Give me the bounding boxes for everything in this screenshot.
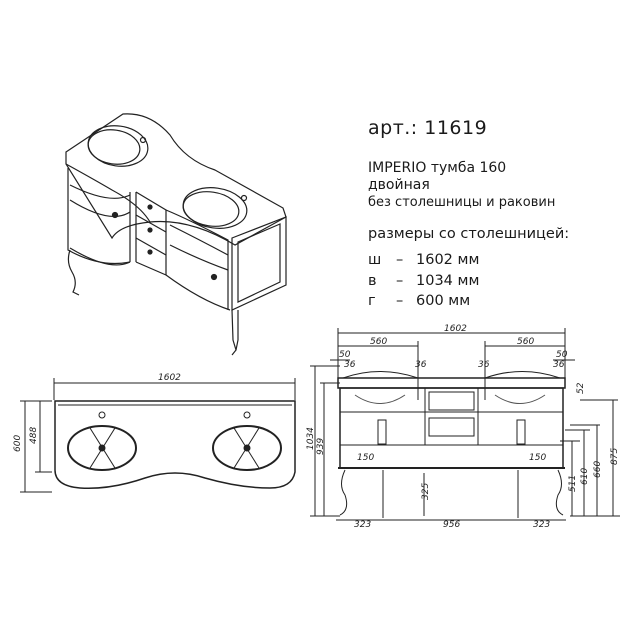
bottom-right: 323 xyxy=(533,520,550,530)
dim-value: 1602 мм xyxy=(416,252,480,268)
gap-label: 36 xyxy=(478,360,490,370)
top-depth-inner-label: 488 xyxy=(29,427,39,444)
top-thickness: 52 xyxy=(576,382,586,394)
dim-key: в xyxy=(368,273,377,289)
dim-dash: – xyxy=(396,273,404,289)
height-660: 660 xyxy=(593,461,603,478)
top-depth-outer-label: 600 xyxy=(13,435,23,452)
dim-dash: – xyxy=(396,293,404,309)
height-511: 511 xyxy=(568,475,578,492)
article-number: арт.: 11619 xyxy=(368,117,488,139)
drain-left: 150 xyxy=(357,453,374,463)
sink-left-width: 560 xyxy=(370,337,387,347)
gap-label: 36 xyxy=(553,360,565,370)
front-total-width: 1602 xyxy=(444,324,467,334)
height-total: 1034 xyxy=(306,427,316,450)
dim-key: ш xyxy=(368,252,382,268)
drain-right: 150 xyxy=(529,453,546,463)
height-body: 939 xyxy=(316,438,326,455)
height-610: 610 xyxy=(580,468,590,485)
offset-left: 50 xyxy=(339,350,351,360)
dimensions-title: размеры со столешницей: xyxy=(368,226,570,242)
dim-dash: – xyxy=(396,252,404,268)
product-note: без столешницы и раковин xyxy=(368,195,556,210)
dim-value: 600 мм xyxy=(416,293,471,309)
product-info: IMPERIO тумба 160 двойная без столешницы… xyxy=(368,160,555,211)
bottom-middle: 956 xyxy=(443,520,460,530)
top-width-label: 1602 xyxy=(158,373,181,383)
dim-value: 1034 мм xyxy=(416,273,480,289)
bottom-left: 323 xyxy=(354,520,371,530)
height-875: 875 xyxy=(610,448,620,465)
leg-clearance: 325 xyxy=(421,483,431,500)
gap-label: 36 xyxy=(344,360,356,370)
sink-right-width: 560 xyxy=(517,337,534,347)
top-view xyxy=(20,378,296,493)
offset-right: 50 xyxy=(556,350,568,360)
dimension-depth: г – 600 мм xyxy=(368,293,470,309)
product-name: IMPERIO тумба 160 xyxy=(368,160,507,176)
front-view xyxy=(310,328,620,521)
product-subtitle: двойная xyxy=(368,177,430,193)
gap-label: 36 xyxy=(415,360,427,370)
dim-key: г xyxy=(368,293,376,309)
dimension-height: в – 1034 мм xyxy=(368,273,479,289)
dimension-width: ш – 1602 мм xyxy=(368,252,479,268)
